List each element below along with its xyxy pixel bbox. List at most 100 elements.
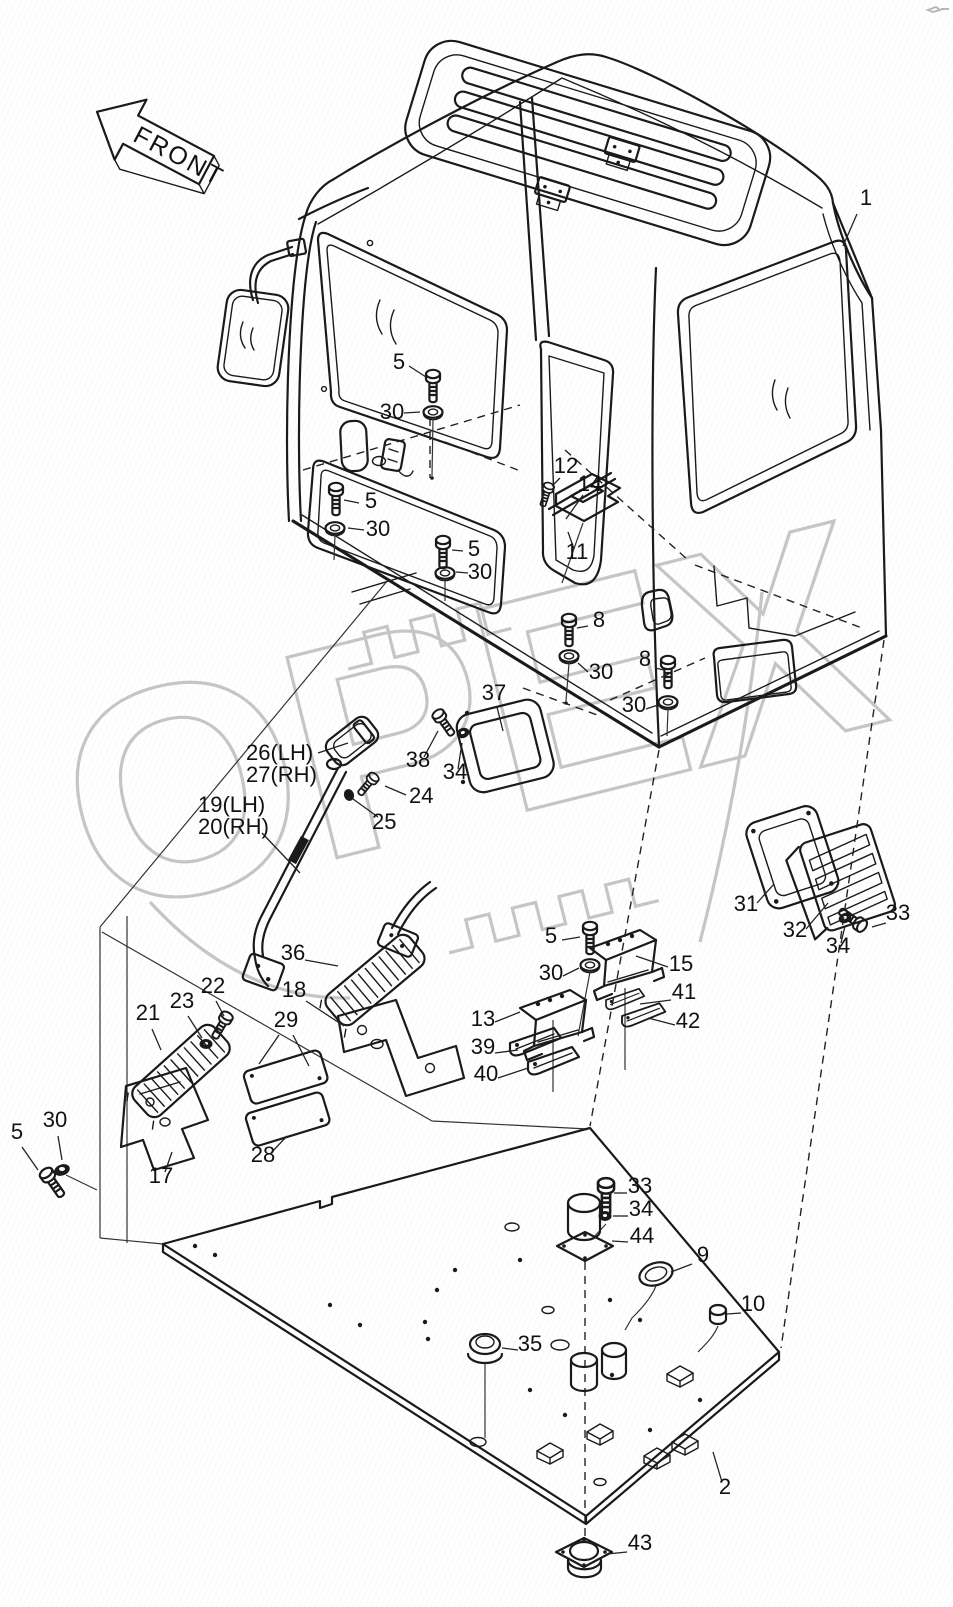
- callout: 2: [712, 1451, 731, 1499]
- leader-line: [352, 798, 379, 818]
- callout: 13: [471, 1006, 521, 1031]
- leader-line: [561, 936, 581, 941]
- callout-label: 34: [826, 933, 850, 958]
- roof-hinge: [534, 176, 571, 212]
- callout: 23: [170, 988, 203, 1039]
- lever-assembly: [241, 715, 382, 992]
- callout-label: 39: [471, 1034, 495, 1059]
- watermark-slash: [698, 591, 764, 943]
- leader-line: [712, 1451, 723, 1483]
- bracket-17: [119, 1066, 210, 1172]
- callout-label: 29: [274, 1007, 298, 1032]
- callout: 29: [258, 1007, 310, 1067]
- callout: 34: [826, 925, 850, 958]
- callout-label: 42: [676, 1008, 700, 1033]
- fasteners: [324, 368, 679, 737]
- pedal-21: [122, 1019, 239, 1131]
- callout-label: 26(LH)27(RH): [246, 740, 317, 787]
- left-fasteners: [36, 1164, 98, 1202]
- leader-line: [21, 1146, 39, 1171]
- leader-line: [501, 1347, 519, 1351]
- callout-label: 10: [741, 1291, 765, 1316]
- callout-label: 12: [554, 453, 578, 478]
- grommet-35: [466, 1332, 504, 1438]
- leader-line: [496, 706, 504, 732]
- callout-label: 40: [474, 1061, 498, 1086]
- bracket-15: [588, 928, 666, 1002]
- callout-label: 22: [201, 973, 225, 998]
- leader-line: [639, 999, 672, 1005]
- callout-label: 14: [578, 471, 602, 496]
- leader-line: [261, 832, 301, 874]
- callout: 8: [576, 607, 605, 632]
- grommet-9: [638, 1261, 674, 1287]
- floor-plate: [161, 1126, 781, 1526]
- bracket-18: [336, 998, 466, 1098]
- callout-label: 34: [443, 759, 467, 784]
- leader-line: [726, 1312, 742, 1315]
- mount-brackets: [508, 920, 667, 1092]
- callout-label: 5: [545, 923, 557, 948]
- callout-label: 32: [783, 917, 807, 942]
- callout: 1: [842, 185, 872, 247]
- leader-line: [611, 1240, 629, 1243]
- callout: 10: [726, 1291, 765, 1316]
- leader-line: [451, 549, 464, 552]
- callout: 44: [611, 1223, 654, 1248]
- leader-line: [57, 1135, 63, 1161]
- scan-smudge: [925, 5, 949, 14]
- callout-label: 5: [365, 488, 377, 513]
- callout-label: 38: [406, 747, 430, 772]
- callout-label: 37: [482, 680, 506, 705]
- leader-line: [270, 1135, 288, 1154]
- cab-body: [216, 39, 888, 749]
- leader-line: [258, 1034, 280, 1065]
- callout: 30: [622, 692, 659, 717]
- leader-line: [292, 1034, 310, 1067]
- boot-cylinders: [550, 1339, 628, 1393]
- leader-line: [551, 477, 561, 487]
- callout-label: 1: [860, 185, 872, 210]
- callout-label: 35: [518, 1331, 542, 1356]
- leader-line: [347, 527, 365, 531]
- callout: 30: [455, 559, 492, 584]
- callout-label: 25: [372, 809, 396, 834]
- callout: 21: [136, 1000, 162, 1051]
- callout-label: 5: [468, 536, 480, 561]
- leader-line: [384, 785, 407, 796]
- callout: 15: [635, 951, 693, 976]
- callout: 34: [613, 1196, 653, 1221]
- leader-line: [654, 667, 665, 671]
- callout-label: 30: [468, 559, 492, 584]
- pedal-group: [119, 880, 466, 1172]
- callout-label: 30: [622, 692, 646, 717]
- leader-line: [805, 902, 829, 930]
- callout: 8: [639, 646, 665, 671]
- callout-label: 17: [149, 1163, 173, 1188]
- leader-line: [647, 1017, 676, 1026]
- callout-label: 2: [719, 1474, 731, 1499]
- leader-line: [457, 742, 463, 770]
- roof-hatch: [404, 39, 772, 247]
- front-arrow: FRONT: [95, 98, 229, 195]
- callout-label: 30: [539, 960, 563, 985]
- callout: 33: [871, 900, 910, 928]
- leader-line: [635, 955, 669, 968]
- callout: 12: [551, 453, 578, 487]
- callout: 25: [352, 798, 396, 834]
- leader-line: [187, 1015, 203, 1039]
- vent-assembly: [745, 805, 896, 941]
- callout: 24: [384, 783, 433, 808]
- callout: 18: [282, 977, 345, 1027]
- callout-label: 5: [11, 1119, 23, 1144]
- callout: 31: [734, 883, 775, 916]
- callout-label: 44: [630, 1223, 654, 1248]
- callout-label: 43: [628, 1530, 652, 1555]
- callout: 30: [577, 659, 613, 684]
- floor-parts: [466, 1176, 728, 1579]
- callout: 14: [565, 471, 602, 520]
- callout-label: 24: [409, 783, 433, 808]
- leader-line: [497, 1067, 529, 1079]
